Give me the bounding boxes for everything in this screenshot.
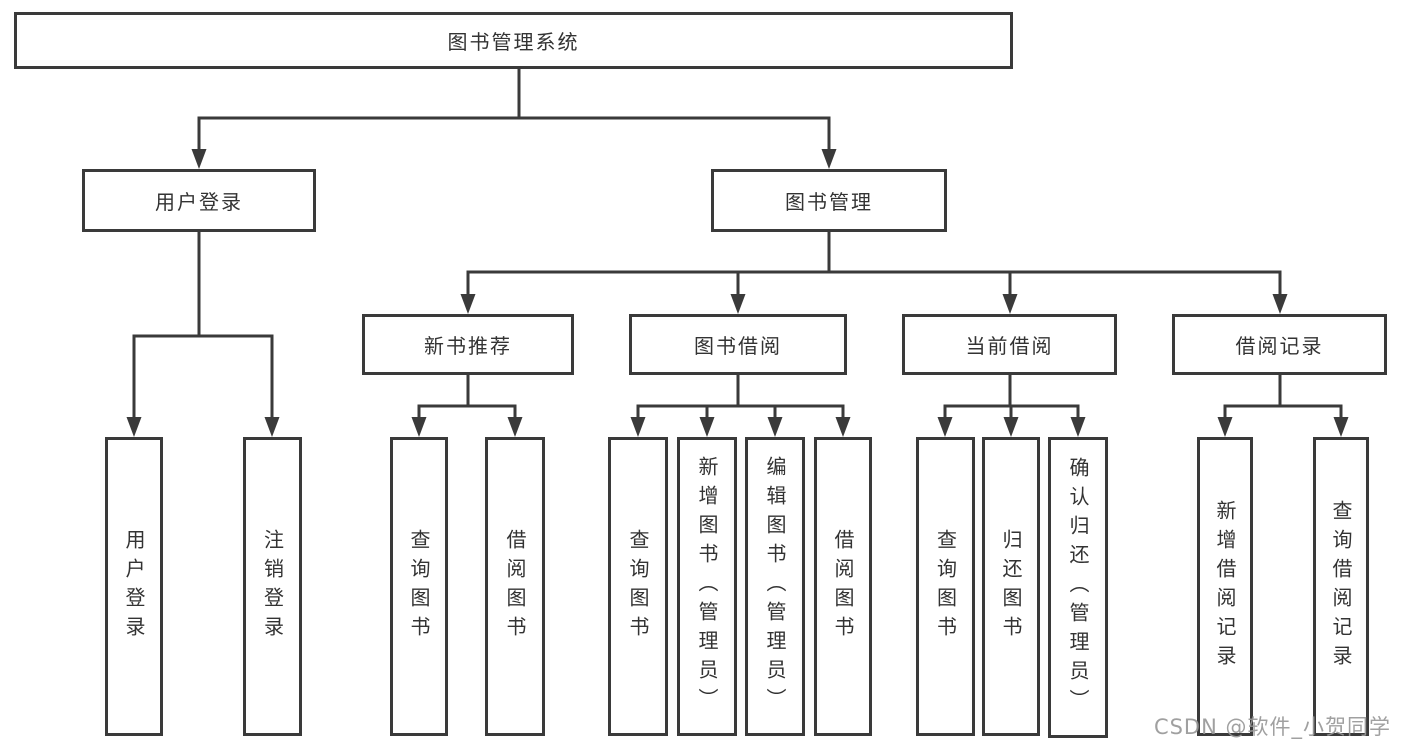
connector-book-borrowing-children: [636, 373, 845, 427]
node-leaf-add-borrow-record: 新增借阅记录: [1197, 437, 1253, 736]
node-leaf-user-login: 用户登录: [105, 437, 163, 736]
connector-new-book-recommend-children: [417, 373, 517, 427]
node-label: 借阅图书: [831, 528, 855, 645]
node-leaf-add-books-admin: 新增图书（管理员）: [677, 437, 737, 736]
node-label: 用户登录: [155, 190, 243, 214]
arrowhead: [630, 417, 646, 437]
node-label: 编辑图书（管理员）: [763, 456, 787, 717]
arrowhead: [730, 294, 746, 314]
arrowhead: [1333, 417, 1349, 437]
node-leaf-query-books-borrowing: 查询图书: [608, 437, 668, 736]
arrowhead: [1003, 417, 1019, 437]
connector-root-to-level2: [197, 67, 831, 154]
node-new-book-recommend: 新书推荐: [362, 314, 574, 375]
node-leaf-query-books-current: 查询图书: [916, 437, 975, 736]
arrowhead: [411, 417, 427, 437]
arrowhead: [1272, 294, 1288, 314]
node-book-management-branch: 图书管理: [711, 169, 947, 232]
connector-user-login-children: [132, 230, 274, 427]
node-current-borrowing: 当前借阅: [902, 314, 1117, 375]
node-label: 新书推荐: [424, 334, 512, 358]
node-leaf-query-books-recommend: 查询图书: [390, 437, 448, 736]
node-label: 借阅记录: [1235, 334, 1324, 358]
node-label: 图书借阅: [694, 334, 782, 358]
connector-book-management-children: [466, 230, 1282, 299]
csdn-watermark: CSDN @软件_小贺同学: [1153, 715, 1391, 739]
node-label: 新增图书（管理员）: [695, 456, 719, 717]
node-label: 图书管理系统: [447, 30, 580, 54]
node-label: 新增借阅记录: [1213, 499, 1237, 674]
node-book-borrowing: 图书借阅: [629, 314, 847, 375]
arrowhead: [699, 417, 715, 437]
node-leaf-return-books: 归还图书: [982, 437, 1040, 736]
arrowhead: [1217, 417, 1233, 437]
node-leaf-confirm-return-admin: 确认归还（管理员）: [1048, 437, 1108, 738]
arrowhead: [126, 417, 142, 437]
arrowhead: [937, 417, 953, 437]
node-label: 确认归还（管理员）: [1066, 457, 1090, 718]
node-leaf-edit-books-admin: 编辑图书（管理员）: [745, 437, 805, 736]
node-label: 注销登录: [260, 528, 285, 645]
arrowhead: [821, 149, 837, 169]
node-label: 借阅图书: [503, 528, 527, 645]
node-leaf-borrow-books-recommend: 借阅图书: [485, 437, 545, 736]
node-label: 查询图书: [626, 528, 650, 645]
node-label: 查询图书: [407, 528, 431, 645]
arrowhead: [191, 149, 207, 169]
node-label: 查询图书: [933, 528, 958, 645]
node-label: 图书管理: [785, 190, 873, 214]
node-leaf-borrow-books-borrowing: 借阅图书: [814, 437, 872, 736]
arrowhead: [1070, 417, 1086, 437]
arrowhead: [835, 417, 851, 437]
node-label: 查询借阅记录: [1329, 499, 1353, 674]
node-leaf-query-borrow-record: 查询借阅记录: [1313, 437, 1369, 736]
node-leaf-logout: 注销登录: [243, 437, 302, 736]
node-label: 用户登录: [122, 528, 146, 645]
node-borrowing-records: 借阅记录: [1172, 314, 1387, 375]
arrowhead: [460, 294, 476, 314]
arrowhead: [507, 417, 523, 437]
connector-current-borrowing-children: [943, 373, 1080, 427]
arrowhead: [1002, 294, 1018, 314]
node-label: 归还图书: [999, 528, 1023, 645]
arrowhead: [264, 417, 280, 437]
node-library-management-system: 图书管理系统: [14, 12, 1013, 69]
node-user-login-branch: 用户登录: [82, 169, 316, 232]
node-label: 当前借阅: [965, 334, 1054, 358]
arrowhead: [767, 417, 783, 437]
connector-borrowing-records-children: [1223, 373, 1343, 427]
